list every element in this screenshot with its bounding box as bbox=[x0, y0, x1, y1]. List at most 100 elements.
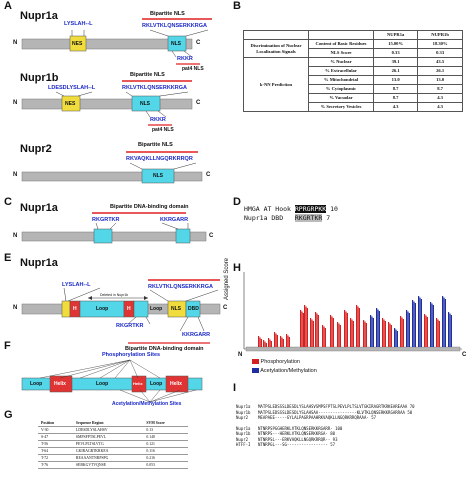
panele-deleted-text: Deleted in Nupr1b bbox=[100, 293, 129, 297]
score-mark bbox=[280, 336, 282, 347]
nupr1b-bipartite-label: Bipartite NLS bbox=[130, 72, 165, 78]
score-mark bbox=[444, 299, 446, 347]
panelh-plot bbox=[243, 272, 462, 352]
score-mark bbox=[268, 338, 270, 347]
nupr1b-nls-label: NLS bbox=[140, 101, 150, 107]
score-mark bbox=[306, 308, 308, 347]
score-mark bbox=[443, 297, 445, 347]
g-header-position: Position bbox=[38, 420, 73, 427]
panel-d-alignment: HMGA AT Hook RPRGRPKK 10 Nupr1a DBD RKGR… bbox=[244, 205, 338, 223]
score-mark bbox=[395, 329, 397, 347]
nupr1a-nls-label: NLS bbox=[171, 41, 181, 47]
score-mark bbox=[350, 318, 352, 347]
score-mark bbox=[430, 302, 432, 347]
nupr1b-nls-seq: RKLVTKLQNSERKKRGA bbox=[122, 85, 187, 91]
score-mark bbox=[263, 340, 265, 347]
panelc-bar bbox=[21, 231, 207, 242]
score-mark bbox=[357, 306, 359, 347]
nupr1b-diagram bbox=[21, 80, 193, 126]
phos-sites-label: Phosphorylation Sites bbox=[102, 352, 161, 358]
nupr2-nls-label: NLS bbox=[153, 173, 163, 179]
panele-c-terminus: C bbox=[223, 305, 228, 311]
panelf-seg-loop-2: Loop bbox=[96, 381, 109, 387]
nupr1a-pat4-seq: RKKR bbox=[177, 56, 193, 62]
score-mark bbox=[344, 310, 346, 347]
score-mark bbox=[351, 319, 353, 347]
score-mark bbox=[356, 305, 358, 347]
score-mark bbox=[312, 321, 314, 347]
panele-seq-right: KKRGARR bbox=[182, 332, 211, 338]
score-mark bbox=[425, 315, 427, 347]
score-mark bbox=[414, 303, 416, 347]
panelh-c-label: C bbox=[462, 352, 467, 358]
score-mark bbox=[311, 319, 313, 347]
panelf-helix-2 bbox=[131, 375, 147, 393]
nupr1b-nes-label: NES bbox=[65, 101, 76, 107]
row-value-b: 4.3 bbox=[417, 102, 463, 112]
score-mark bbox=[300, 310, 302, 347]
score-mark bbox=[436, 318, 438, 347]
panele-loop2: Loop bbox=[150, 306, 163, 312]
score-mark bbox=[413, 301, 415, 347]
score-mark bbox=[438, 321, 440, 347]
panele-nls-label: NLS bbox=[171, 306, 181, 312]
nupr1a-dbd-label: Nupr1a DBD bbox=[244, 214, 284, 222]
nupr2-n-terminus: N bbox=[13, 172, 18, 178]
score-mark bbox=[449, 313, 451, 347]
score-mark bbox=[390, 325, 392, 347]
score-mark bbox=[260, 339, 262, 347]
panele-name: Nupr1a bbox=[20, 257, 58, 269]
score-mark bbox=[324, 328, 326, 347]
nupr1a-nes-box bbox=[69, 35, 87, 52]
nupr2-nls-seq: RKVAQKLLNGQRKRRQR bbox=[126, 156, 193, 162]
panele-nes-seq: LYSLAH--L bbox=[62, 282, 91, 288]
panele-loop1: Loop bbox=[96, 306, 109, 312]
score-mark bbox=[371, 316, 373, 347]
hmga-label: HMGA AT Hook bbox=[244, 205, 291, 213]
score-mark bbox=[338, 323, 340, 347]
score-mark bbox=[412, 300, 414, 347]
score-mark bbox=[317, 315, 319, 347]
score-mark bbox=[323, 326, 325, 347]
score-mark bbox=[384, 321, 386, 347]
nupr1a-diagram bbox=[21, 18, 212, 65]
score-mark bbox=[394, 328, 396, 347]
score-mark bbox=[389, 323, 391, 347]
score-mark bbox=[419, 297, 421, 347]
score-mark bbox=[282, 339, 284, 347]
panelf-seg-loop-3: Loop bbox=[150, 381, 163, 387]
panele-helix1: H bbox=[73, 306, 77, 312]
nupr2-bipartite-label: Bipartite NLS bbox=[138, 142, 173, 148]
score-mark bbox=[339, 325, 341, 347]
score-mark bbox=[432, 305, 434, 347]
score-mark bbox=[302, 313, 304, 347]
panelh-n-label: N bbox=[238, 352, 243, 358]
score-mark bbox=[315, 312, 317, 347]
score-mark bbox=[258, 336, 260, 347]
score-mark bbox=[288, 337, 290, 347]
score-mark bbox=[310, 318, 312, 347]
score-mark bbox=[274, 332, 276, 347]
panelc-c-terminus: C bbox=[209, 233, 214, 239]
nupr1a-nls-seq: RKLVTKLQNSERKKRGA bbox=[142, 23, 207, 29]
section-label-knn: k-NN Prediction bbox=[243, 57, 309, 112]
score-mark bbox=[400, 316, 402, 347]
score-mark bbox=[426, 317, 428, 347]
nupr1b-name: Nupr1b bbox=[20, 72, 59, 84]
panel-label-f: F bbox=[4, 340, 11, 352]
panelf-helix-3 bbox=[165, 375, 189, 393]
score-mark bbox=[396, 331, 398, 347]
nupr1a-c-terminus: C bbox=[196, 40, 201, 46]
panelf-seg-loop-1: Loop bbox=[30, 381, 43, 387]
panel-label-h: H bbox=[233, 262, 241, 274]
score-mark bbox=[346, 313, 348, 347]
score-mark bbox=[376, 308, 378, 347]
score-mark bbox=[448, 312, 450, 347]
